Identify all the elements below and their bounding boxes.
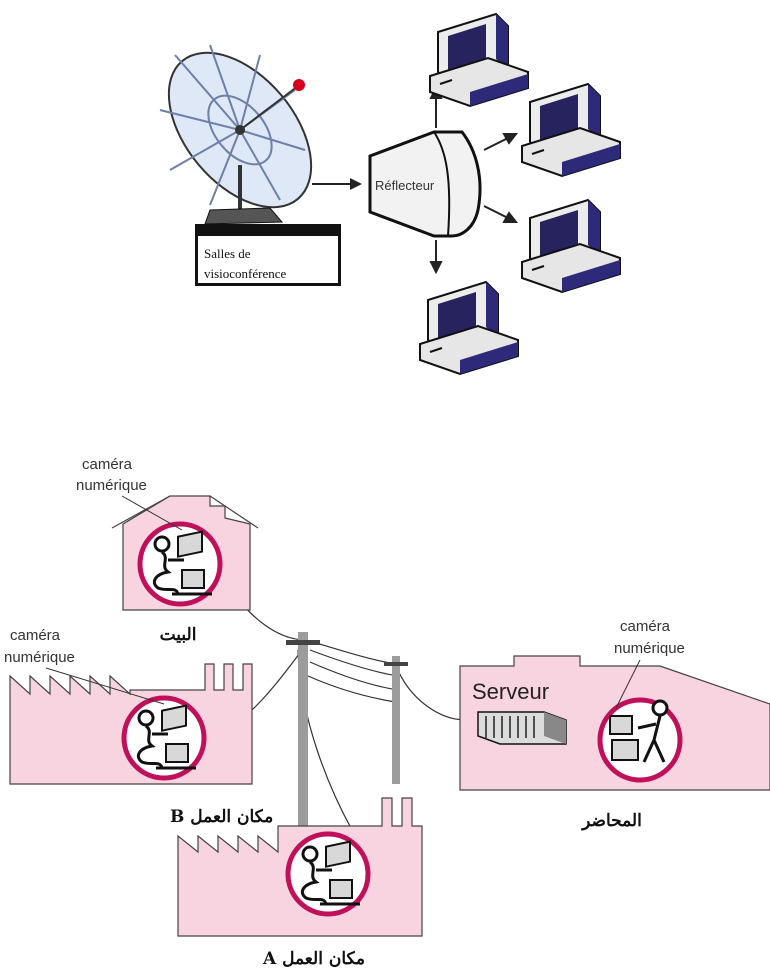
reflector-box: Réflecteur <box>368 130 482 238</box>
home-label: البيت <box>160 625 197 645</box>
workplace-b-camera-label-1: caméra <box>10 627 61 644</box>
home-camera-label-2: numérique <box>76 477 147 494</box>
utility-poles-icon <box>286 632 408 832</box>
computer-icon-2 <box>521 83 621 177</box>
rooms-label-line2: visioconférence <box>204 266 287 281</box>
server-icon <box>477 711 567 745</box>
lecturer-building: Serveur <box>459 655 770 791</box>
home-building <box>111 495 259 611</box>
rooms-label-line1: Salles de <box>204 246 251 261</box>
lecturer-camera-label-2: numérique <box>614 640 685 657</box>
lecturer-camera-label-1: caméra <box>620 618 671 635</box>
lecturer-camera-pointer <box>615 659 641 709</box>
home-camera-label-1: caméra <box>82 456 133 473</box>
reflector-label: Réflecteur <box>375 178 435 193</box>
workplace-a-building <box>177 797 423 937</box>
satellite-dish-icon <box>159 44 313 225</box>
workplace-b-building <box>9 663 253 785</box>
workplace-b-camera-label-2: numérique <box>4 649 75 666</box>
arrow-dish-to-reflector <box>312 178 362 190</box>
computer-icon-3 <box>521 199 621 293</box>
videoconference-rooms-box: Salles de visioconférence <box>195 224 341 286</box>
workplace-a-label: مكان العمل A <box>262 949 365 969</box>
workplace-b-label: مكان العمل B <box>170 807 273 827</box>
computer-icon-4 <box>419 281 519 375</box>
workplace-b-camera-pointer <box>45 667 165 705</box>
home-camera-pointer <box>121 495 183 531</box>
lecturer-label: المحاضر <box>580 811 642 831</box>
server-label: Serveur <box>472 679 549 704</box>
computer-icon-1 <box>429 13 529 107</box>
lecturer-icon <box>609 699 669 763</box>
